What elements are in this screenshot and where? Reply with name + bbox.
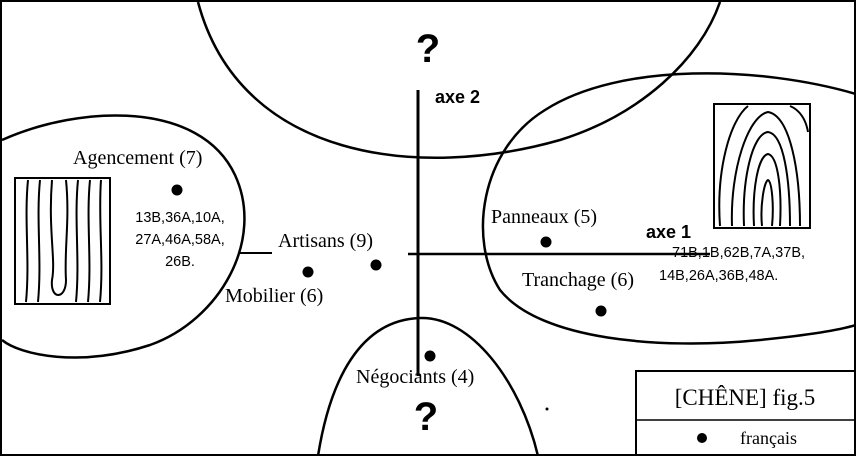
right-region-boundary bbox=[481, 72, 856, 345]
left-code-line-3: 26B. bbox=[165, 254, 195, 270]
legend-title: [CHÊNE] fig.5 bbox=[675, 385, 816, 410]
legend-point-marker bbox=[697, 433, 707, 443]
label-mobilier: Mobilier (6) bbox=[225, 285, 323, 307]
question-mark-top: ? bbox=[416, 27, 440, 71]
left-code-line-1: 13B,36A,10A, bbox=[135, 210, 225, 226]
label-agencement: Agencement (7) bbox=[73, 147, 202, 169]
label-artisans: Artisans (9) bbox=[278, 230, 373, 252]
bottom-region-boundary bbox=[316, 316, 540, 456]
point-negociants bbox=[424, 350, 436, 362]
point-tranchage bbox=[595, 305, 607, 317]
flame-grain-wood-icon bbox=[713, 103, 811, 229]
axis-2-label: axe 2 bbox=[435, 87, 480, 107]
legend: [CHÊNE] fig.5 français bbox=[635, 370, 856, 456]
top-region-boundary bbox=[196, 1, 722, 159]
label-panneaux: Panneaux (5) bbox=[491, 206, 597, 228]
label-negociants: Négociants (4) bbox=[356, 366, 474, 388]
legend-item-label: français bbox=[740, 428, 797, 448]
question-mark-bottom: ? bbox=[414, 395, 438, 439]
stray-dot bbox=[545, 407, 549, 411]
legend-box bbox=[635, 370, 856, 456]
point-mobilier bbox=[302, 266, 314, 278]
left-region-boundary bbox=[1, 114, 246, 359]
right-code-line-1: 71B,1B,62B,7A,37B, bbox=[672, 245, 805, 261]
straight-grain-wood-icon bbox=[14, 177, 111, 305]
axis-1-label: axe 1 bbox=[646, 222, 691, 242]
point-artisans bbox=[370, 259, 382, 271]
left-code-line-2: 27A,46A,58A, bbox=[135, 232, 225, 248]
point-agencement bbox=[171, 184, 183, 196]
point-panneaux bbox=[540, 236, 552, 248]
right-code-line-2: 14B,26A,36B,48A. bbox=[659, 268, 778, 284]
label-tranchage: Tranchage (6) bbox=[522, 269, 634, 291]
